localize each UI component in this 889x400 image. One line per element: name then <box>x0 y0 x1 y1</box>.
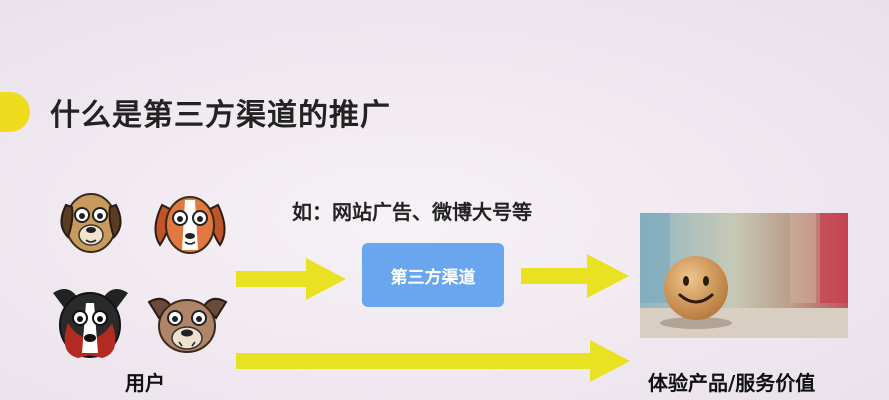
slide-title: 什么是第三方渠道的推广 <box>50 98 391 133</box>
title-accent-bar <box>0 92 30 132</box>
product-value-label: 体验产品/服务价值 <box>648 371 816 395</box>
dog-face-icon <box>154 196 226 254</box>
dog-face-icon <box>60 193 122 253</box>
arrow-channel-to-value <box>521 254 629 298</box>
arrow-users-to-value <box>236 340 630 382</box>
users-label: 用户 <box>125 371 165 395</box>
third-party-channel-box: 第三方渠道 <box>362 243 504 307</box>
arrow-users-to-channel <box>236 258 346 300</box>
dog-face-icon <box>53 289 128 358</box>
dog-face-icon <box>147 297 228 353</box>
smiley-face-icon <box>640 213 848 338</box>
example-text: 如：网站广告、微博大号等 <box>292 200 532 224</box>
smiley-photo <box>640 213 848 338</box>
